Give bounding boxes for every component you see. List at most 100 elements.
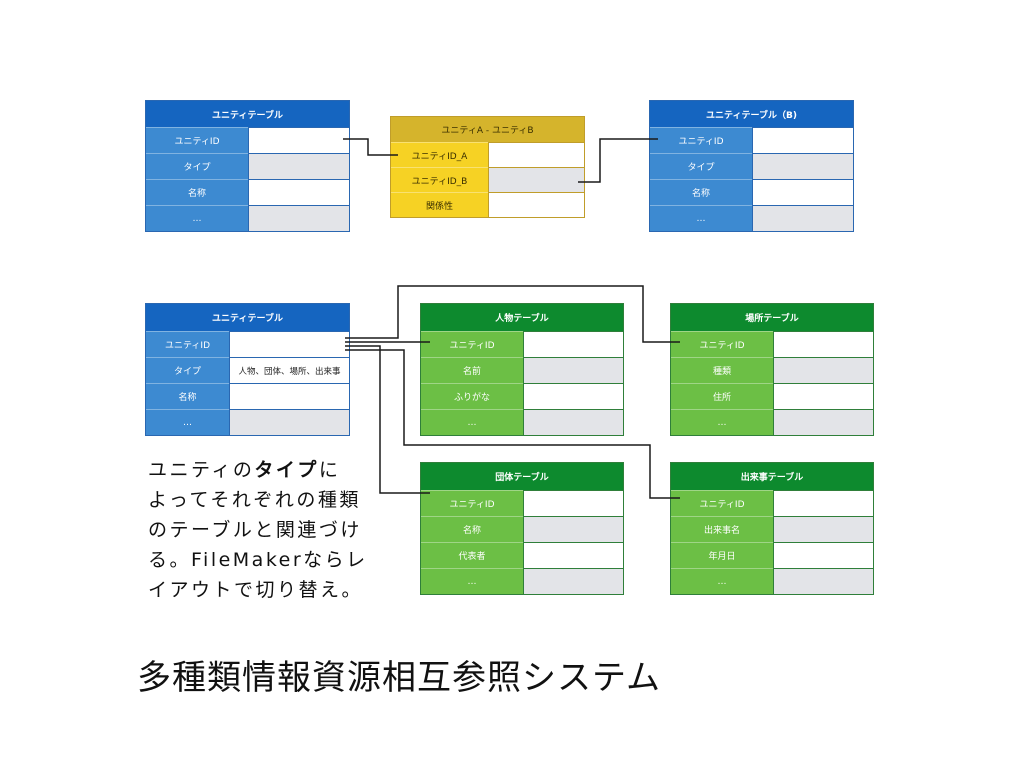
table-row: … [146,205,349,231]
table-row: 年月日 [671,542,873,568]
description-text: ユニティのタイプに よってそれぞれの種類 のテーブルと関連づけ る。FileMa… [148,455,368,605]
table-header: 団体テーブル [421,463,623,490]
field-value [523,568,623,594]
field-label: … [146,409,229,435]
field-value [752,127,853,153]
field-label: ユニティID [421,331,523,357]
field-value [229,383,349,409]
field-label: 名前 [421,357,523,383]
field-label: 出来事名 [671,516,773,542]
relation-table: ユニティA - ユニティB ユニティID_A ユニティID_B 関係性 [390,116,585,218]
field-label: … [146,205,248,231]
unity-table-b: ユニティテーブル（B) ユニティID タイプ 名称 … [649,100,854,232]
table-row: ユニティID [650,127,853,153]
field-value [752,179,853,205]
field-label: ユニティID [146,331,229,357]
field-value [229,409,349,435]
table-row: … [146,409,349,435]
table-row: … [650,205,853,231]
description-segment: ユニティの [148,459,255,481]
table-row: 名称 [421,516,623,542]
field-value [248,205,349,231]
table-row: 出来事名 [671,516,873,542]
table-row: … [421,409,623,435]
field-value [773,357,873,383]
field-label: 代表者 [421,542,523,568]
field-value [488,192,584,217]
description-emphasis: タイプ [254,459,319,481]
table-row: ユニティID [671,331,873,357]
table-row: 住所 [671,383,873,409]
table-row: 名前 [421,357,623,383]
description-line: イアウトで切り替え。 [148,579,364,601]
table-header: 場所テーブル [671,304,873,331]
connector-relation-to-unity-b [578,138,658,183]
field-label: 関係性 [391,192,488,217]
table-row: … [671,568,873,594]
table-row: ユニティID [671,490,873,516]
table-header: ユニティテーブル [146,304,349,331]
event-table: 出来事テーブル ユニティID 出来事名 年月日 … [670,462,874,595]
field-label: ユニティID [146,127,248,153]
unity-table-a: ユニティテーブル ユニティID タイプ 名称 … [145,100,350,232]
field-value [773,516,873,542]
table-row: 名称 [650,179,853,205]
description-line: のテーブルと関連づけ [148,519,362,541]
field-label: 名称 [146,383,229,409]
place-table: 場所テーブル ユニティID 種類 住所 … [670,303,874,436]
table-row: タイプ 人物、団体、場所、出来事 [146,357,349,383]
field-value [773,568,873,594]
field-label: ユニティID_A [391,142,488,167]
slide-title: 多種類情報資源相互参照システム [137,658,661,698]
table-row: 関係性 [391,192,584,217]
field-value [523,331,623,357]
field-label: ユニティID_B [391,167,488,192]
table-header: ユニティA - ユニティB [391,117,584,142]
field-value [773,331,873,357]
field-label: … [650,205,752,231]
field-label: タイプ [146,357,229,383]
table-row: 種類 [671,357,873,383]
field-value [523,542,623,568]
field-label: タイプ [146,153,248,179]
field-label: 年月日 [671,542,773,568]
field-label: 名称 [650,179,752,205]
table-row: タイプ [146,153,349,179]
field-label: 名称 [146,179,248,205]
field-label: ユニティID [671,331,773,357]
field-value [488,167,584,192]
table-row: ユニティID [146,331,349,357]
table-row: ふりがな [421,383,623,409]
table-row: 名称 [146,383,349,409]
table-row: 代表者 [421,542,623,568]
field-value [248,127,349,153]
table-row: ユニティID_B [391,167,584,192]
table-header: ユニティテーブル [146,101,349,127]
field-label: … [671,568,773,594]
table-header: 人物テーブル [421,304,623,331]
type-values: 人物、団体、場所、出来事 [229,357,349,383]
table-row: ユニティID_A [391,142,584,167]
description-segment: に [318,459,341,481]
field-label: タイプ [650,153,752,179]
field-value [248,179,349,205]
table-header: 出来事テーブル [671,463,873,490]
field-value [523,516,623,542]
field-label: … [421,409,523,435]
field-value [773,490,873,516]
field-label: ユニティID [421,490,523,516]
unity-table: ユニティテーブル ユニティID タイプ 人物、団体、場所、出来事 名称 … [145,303,350,436]
field-value [773,383,873,409]
field-value [773,542,873,568]
field-value [488,142,584,167]
field-value [752,153,853,179]
field-label: ユニティID [650,127,752,153]
table-row: ユニティID [146,127,349,153]
field-label: … [671,409,773,435]
table-row: … [421,568,623,594]
field-label: ユニティID [671,490,773,516]
field-value [773,409,873,435]
field-value [752,205,853,231]
field-value [229,331,349,357]
field-label: 種類 [671,357,773,383]
